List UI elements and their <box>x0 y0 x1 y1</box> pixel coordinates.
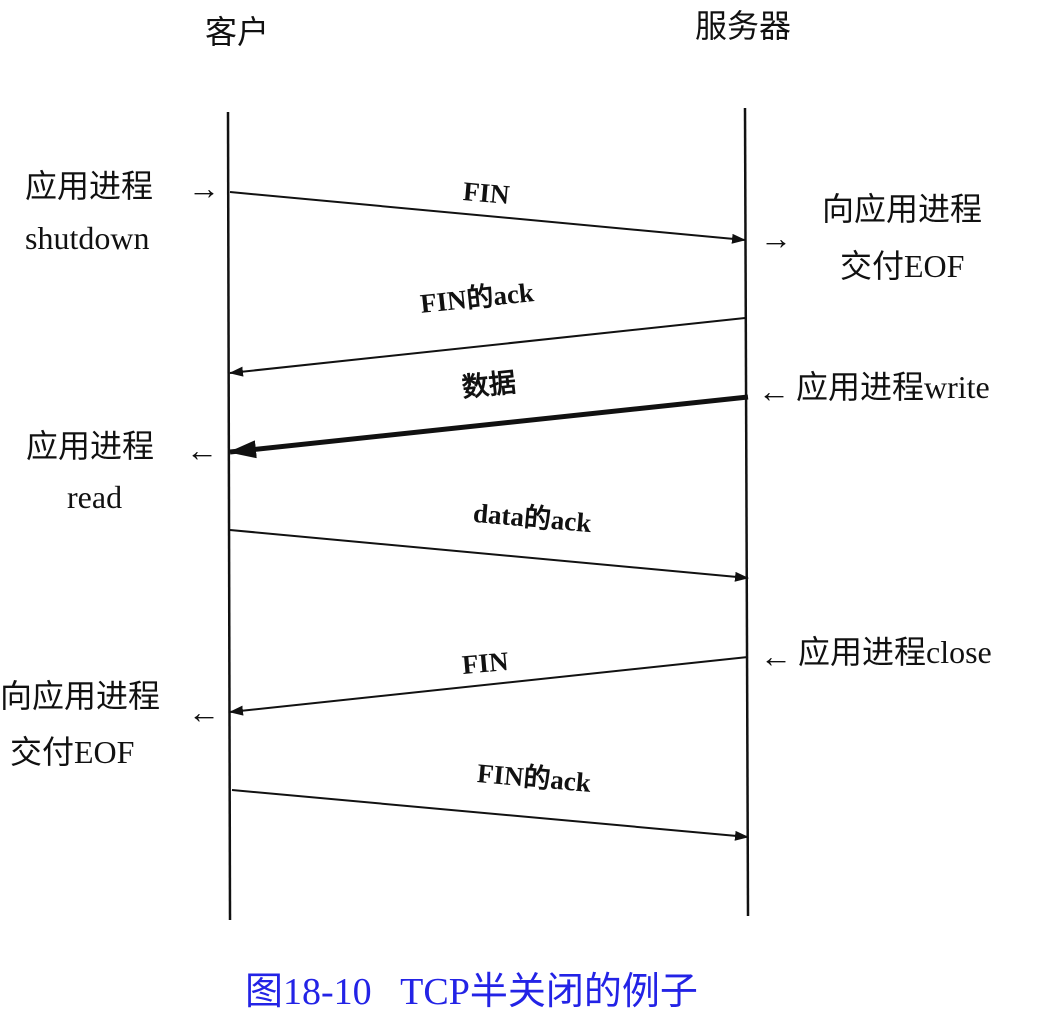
arrow-data-ack <box>229 529 749 582</box>
client-event-line2: 交付EOF <box>10 734 135 770</box>
arrow-data <box>228 394 749 459</box>
right-arrow-icon: → <box>760 220 792 256</box>
right-arrow-icon: → <box>188 170 220 206</box>
client-event-line2: shutdown <box>25 220 150 256</box>
left-arrow-icon: ← <box>186 432 218 468</box>
server-event-line2: 交付EOF <box>840 248 965 284</box>
arrow-fin-ack-1 <box>229 317 746 377</box>
server-header: 服务器 <box>695 8 792 44</box>
message-label: FIN <box>460 646 510 680</box>
figure-caption: 图18-10 TCP半关闭的例子 <box>245 971 698 1013</box>
left-arrow-icon: ← <box>188 694 220 730</box>
server-event-line1: 向应用进程 <box>822 191 983 227</box>
message-label: 数据 <box>460 367 518 403</box>
arrow-fin-ack-2 <box>231 789 749 841</box>
server-timeline <box>743 107 750 917</box>
client-timeline <box>226 111 232 921</box>
server-event-text: 应用进程write <box>796 369 990 405</box>
client-event-line2: read <box>67 479 123 515</box>
left-arrow-icon: ← <box>760 638 792 674</box>
message-label: FIN <box>461 176 511 210</box>
client-event-line1: 应用进程 <box>25 168 154 204</box>
arrow-fin-2 <box>229 656 749 716</box>
left-arrow-icon: ← <box>758 373 790 409</box>
client-header: 客户 <box>205 14 270 50</box>
server-event-text: 应用进程close <box>798 634 992 670</box>
client-event-line1: 应用进程 <box>26 428 155 464</box>
arrow-fin-1 <box>229 191 746 244</box>
client-event-line1: 向应用进程 <box>0 678 161 714</box>
